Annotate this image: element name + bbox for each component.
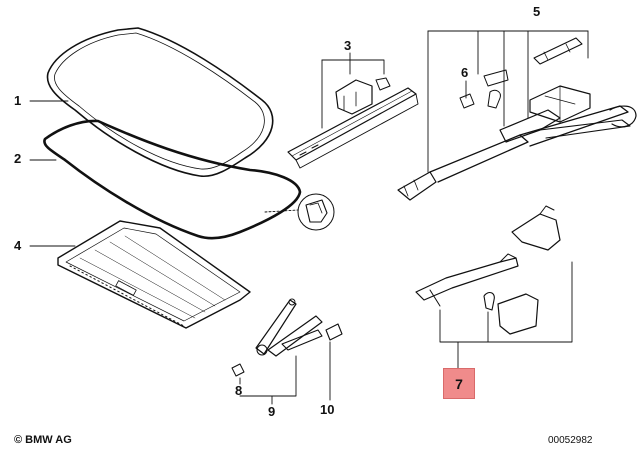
- diagram-code: 00052982: [548, 435, 593, 446]
- headliner-panel-part: [57, 220, 251, 329]
- callout-3: 3: [344, 38, 352, 53]
- seal-part: [43, 119, 302, 240]
- callout-5: 5: [533, 4, 541, 19]
- callout-8: 8: [235, 383, 243, 398]
- arm-assembly-part: [397, 37, 637, 201]
- leader-lines: [29, 30, 589, 405]
- callout-4: 4: [14, 238, 22, 253]
- callout-9: 9: [268, 404, 276, 419]
- callout-10: 10: [320, 402, 335, 417]
- rail-part: [287, 77, 419, 169]
- callout-7: 7: [455, 376, 463, 392]
- callout-1: 1: [14, 93, 22, 108]
- copyright-text: © BMW AG: [14, 434, 72, 446]
- callout-7-highlight: 7: [443, 368, 475, 399]
- lever-assembly-part: [415, 205, 561, 335]
- hinge-assembly-part: [231, 298, 343, 377]
- callout-6: 6: [461, 65, 469, 80]
- glass-panel-part: [46, 27, 274, 178]
- detail-bubble: [264, 193, 335, 231]
- callout-2: 2: [14, 151, 22, 166]
